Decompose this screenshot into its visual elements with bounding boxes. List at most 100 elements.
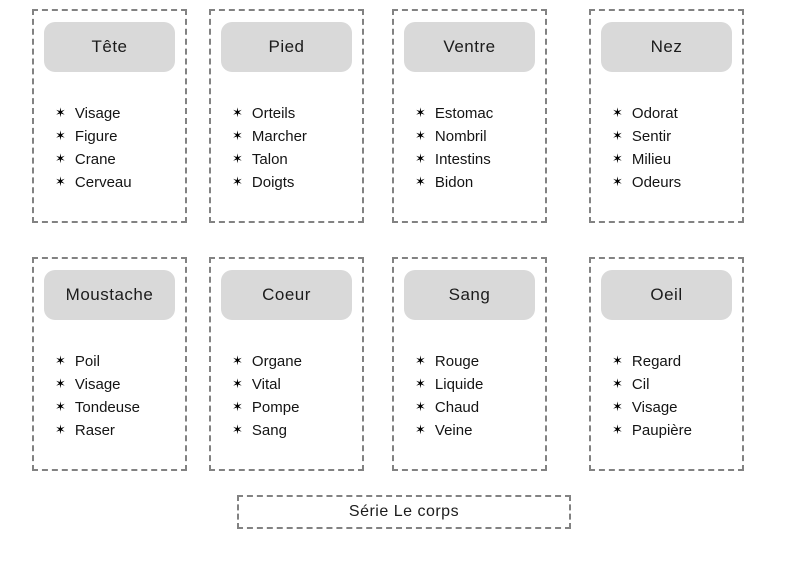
list-item: ✶ Sentir (612, 125, 738, 148)
list-item-label: Doigts (251, 174, 295, 191)
star-bullet-icon: ✶ (55, 422, 66, 437)
card-title: Pied (221, 22, 352, 72)
star-bullet-icon: ✶ (415, 105, 426, 120)
star-bullet-icon: ✶ (612, 422, 623, 437)
list-item-label: Odorat (631, 105, 678, 122)
card-word-list: ✶Poil ✶Visage ✶Tondeuse ✶Raser (34, 350, 185, 442)
list-item-label: Nombril (434, 128, 487, 145)
star-bullet-icon: ✶ (612, 128, 623, 143)
list-item: ✶ Visage (55, 102, 181, 125)
list-item-label: Poil (74, 353, 100, 370)
list-item-label: Liquide (434, 376, 484, 393)
card-tete: Tête ✶Visage ✶Figure ✶Crane ✶Cerveau (32, 9, 187, 223)
list-item-label: Paupière (631, 422, 692, 439)
card-title: Sang (404, 270, 535, 320)
card-title: Ventre (404, 22, 535, 72)
card-ventre: Ventre ✶ Estomac ✶ Nombril ✶ Intestins ✶ Bid… (392, 9, 547, 223)
list-item: ✶ Poil (55, 350, 181, 373)
list-item: ✶Vital (232, 373, 358, 396)
star-bullet-icon: ✶ (232, 105, 243, 120)
series-label: Série Le corps (348, 503, 460, 520)
star-bullet-icon: ✶ (232, 399, 243, 414)
list-item-label: Estomac (434, 105, 494, 122)
list-item-label: Milieu (631, 151, 672, 168)
list-item: ✶ Intestins (415, 148, 541, 171)
list-item-label: Pompe (251, 399, 300, 416)
list-item: ✶ Cerveau (55, 171, 181, 194)
star-bullet-icon: ✶ (415, 353, 426, 368)
list-item: ✶Crane (55, 148, 181, 171)
list-item-label: Odeurs (631, 174, 682, 191)
card-nez: Nez ✶ Odorat ✶ Sentir ✶ Milieu ✶ Odeurs (589, 9, 744, 223)
list-item-label: Organe (251, 353, 302, 370)
list-item: ✶ Paupière (612, 419, 738, 442)
list-item: ✶ Chaud (415, 396, 541, 419)
list-item: ✶ Nombril (415, 125, 541, 148)
list-item: ✶Cil (612, 373, 738, 396)
card-title: Moustache (44, 270, 175, 320)
card-oeil: Oeil ✶Regard ✶Cil ✶Visage ✶Paupière (589, 257, 744, 471)
series-label-box: Série Le corps (237, 495, 571, 529)
list-item-label: Visage (74, 105, 121, 122)
list-item: ✶Sang (232, 419, 358, 442)
list-item: ✶ Marcher (232, 125, 358, 148)
star-bullet-icon: ✶ (55, 376, 66, 391)
list-item-label: Cerveau (74, 174, 132, 191)
list-item-label: Regard (631, 353, 682, 370)
star-bullet-icon: ✶ (415, 128, 426, 143)
star-bullet-icon: ✶ (55, 128, 66, 143)
star-bullet-icon: ✶ (232, 174, 243, 189)
star-bullet-icon: ✶ (55, 105, 66, 120)
star-bullet-icon: ✶ (55, 399, 66, 414)
list-item-label: Sentir (631, 128, 672, 145)
list-item: ✶Tondeuse (55, 396, 181, 419)
card-word-list: ✶Regard ✶Cil ✶Visage ✶Paupière (591, 350, 742, 442)
star-bullet-icon: ✶ (612, 353, 623, 368)
list-item: ✶ Doigts (232, 171, 358, 194)
list-item-label: Vital (251, 376, 281, 393)
list-item: ✶ Rouge (415, 350, 541, 373)
star-bullet-icon: ✶ (612, 151, 623, 166)
list-item: ✶ Estomac (415, 102, 541, 125)
card-moustache: Moustache ✶Poil ✶Visage ✶Tondeuse ✶Raser (32, 257, 187, 471)
card-word-list: ✶Orteils ✶Marcher ✶Talon ✶Doigts (211, 102, 362, 194)
star-bullet-icon: ✶ (415, 376, 426, 391)
star-bullet-icon: ✶ (55, 174, 66, 189)
star-bullet-icon: ✶ (232, 128, 243, 143)
list-item-label: Talon (251, 151, 288, 168)
list-item-label: Crane (74, 151, 116, 168)
list-item: ✶ Odeurs (612, 171, 738, 194)
card-word-list: ✶ Estomac ✶ Nombril ✶ Intestins ✶ Bidon (394, 102, 545, 194)
list-item-label: Sang (251, 422, 287, 439)
list-item: ✶ Odorat (612, 102, 738, 125)
list-item-label: Chaud (434, 399, 480, 416)
list-item-label: Bidon (434, 174, 474, 191)
star-bullet-icon: ✶ (415, 151, 426, 166)
list-item-label: Figure (74, 128, 118, 145)
list-item: ✶ Figure (55, 125, 181, 148)
star-bullet-icon: ✶ (612, 174, 623, 189)
card-title: Oeil (601, 270, 732, 320)
star-bullet-icon: ✶ (415, 399, 426, 414)
list-item: ✶ Bidon (415, 171, 541, 194)
list-item-label: Rouge (434, 353, 480, 370)
list-item: ✶ Liquide (415, 373, 541, 396)
list-item: ✶Talon (232, 148, 358, 171)
star-bullet-icon: ✶ (415, 174, 426, 189)
list-item: ✶Orteils (232, 102, 358, 125)
list-item: ✶ Milieu (612, 148, 738, 171)
list-item-label: Marcher (251, 128, 307, 145)
card-word-list: ✶ Organe ✶Vital ✶ Pompe ✶Sang (211, 350, 362, 442)
list-item-label: Visage (74, 376, 121, 393)
star-bullet-icon: ✶ (415, 422, 426, 437)
list-item: ✶ Pompe (232, 396, 358, 419)
list-item: ✶ Regard (612, 350, 738, 373)
card-sang: Sang ✶Rouge ✶Liquide ✶Chaud ✶Veine (392, 257, 547, 471)
star-bullet-icon: ✶ (232, 353, 243, 368)
list-item-label: Intestins (434, 151, 491, 168)
star-bullet-icon: ✶ (612, 105, 623, 120)
card-word-list: ✶ Visage ✶ Figure ✶Crane ✶ Cerveau (34, 102, 185, 194)
star-bullet-icon: ✶ (55, 353, 66, 368)
star-bullet-icon: ✶ (612, 399, 623, 414)
card-title: Nez (601, 22, 732, 72)
